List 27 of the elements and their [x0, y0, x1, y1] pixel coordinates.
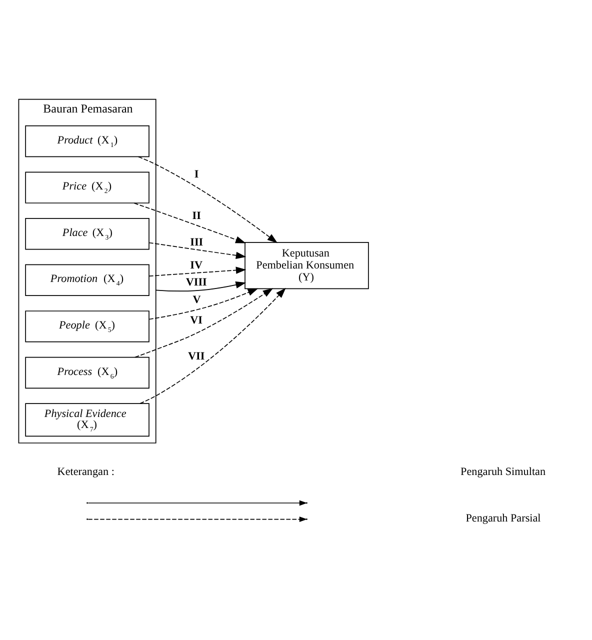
node-box: Product (X$_{1}$): [25, 125, 150, 158]
arrow: [134, 288, 274, 358]
arrow: [148, 266, 246, 276]
edge-label: V: [192, 294, 201, 306]
arrow: [138, 156, 278, 244]
node-box: Keputusan Pembelian Konsumen (Y): [244, 242, 369, 290]
arrow: [134, 202, 246, 244]
node-box: Place (X$_{3}$): [25, 218, 150, 250]
node-box: Process (X$_{6}$): [25, 356, 150, 389]
node-box: People (X$_{5}$): [25, 310, 150, 342]
edge-label: I: [194, 168, 199, 181]
edge-label: VIII: [186, 276, 207, 289]
legend-label: Pengaruh Simultan: [460, 466, 546, 478]
node-box: Physical Evidence (X$_{7}$): [25, 403, 150, 437]
node-box: Price (X$_{2}$): [25, 172, 150, 204]
legend-label: Pengaruh Parsial: [466, 512, 541, 524]
edge-label: III: [190, 236, 204, 248]
label: Keterangan :: [57, 466, 114, 478]
arrow: [140, 288, 286, 404]
edge-label: VII: [188, 350, 205, 362]
edge-label: II: [192, 210, 201, 222]
arrow: [148, 242, 246, 259]
node-box: Promotion (X$_{4}$): [25, 264, 150, 296]
edge-label: VI: [190, 314, 203, 326]
arrow: [148, 288, 258, 320]
arrow: [155, 281, 246, 292]
edge-label: IV: [190, 259, 203, 272]
